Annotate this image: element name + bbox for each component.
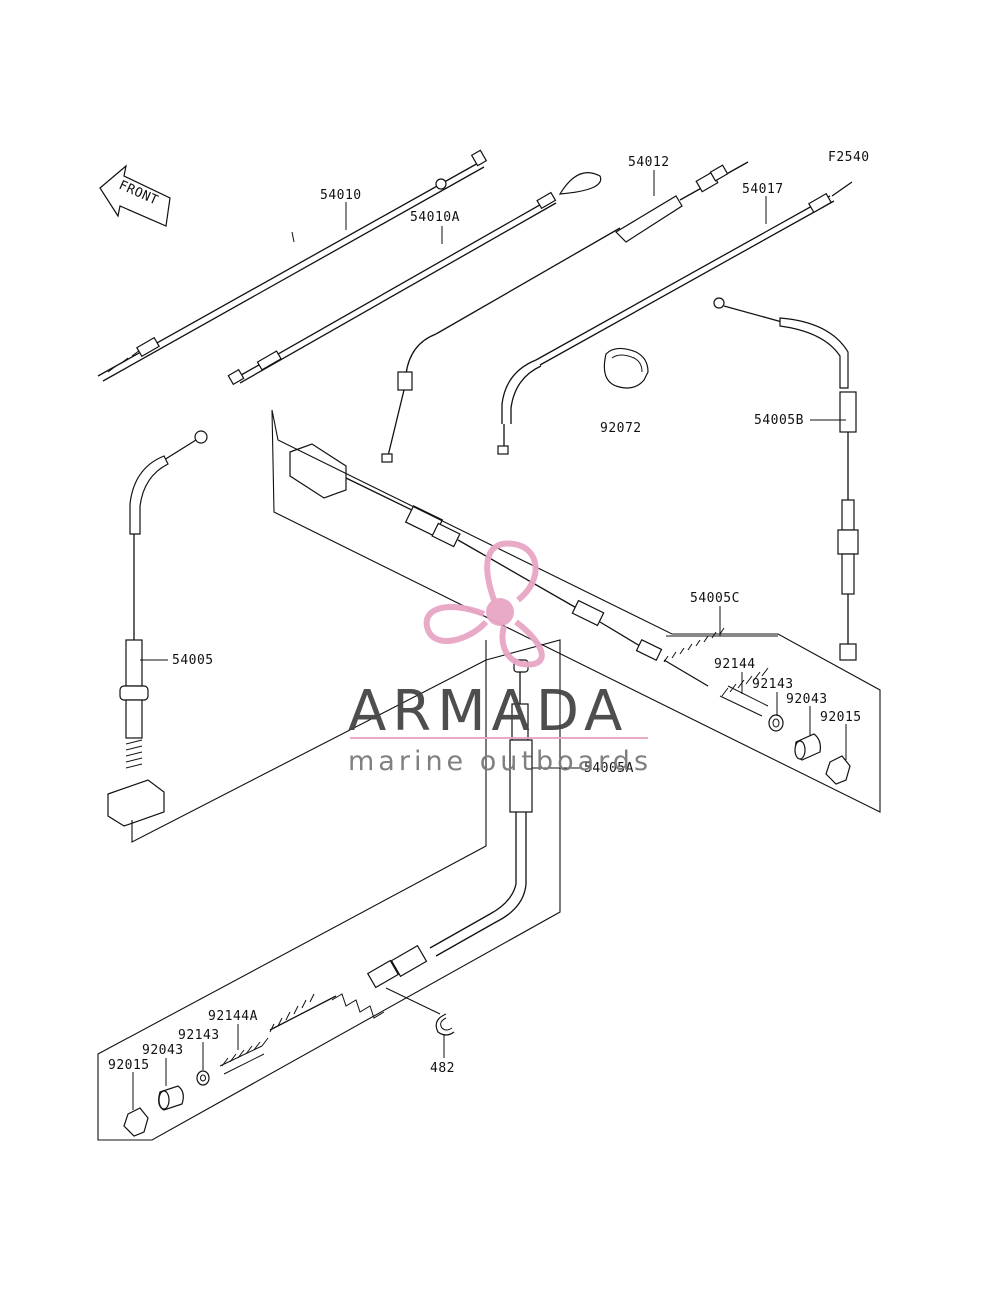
label-92144: 92144 — [714, 657, 756, 672]
cable-54012 — [381, 161, 749, 463]
watermark-brand: ARMADA — [348, 679, 628, 744]
cable-54010A — [227, 172, 602, 386]
label-54012: 54012 — [628, 155, 670, 170]
group-box-54005-link — [131, 640, 487, 843]
cable-54005C — [289, 443, 725, 687]
label-92143-upper: 92143 — [752, 677, 794, 692]
figure-code: F2540 — [828, 150, 870, 165]
label-54005B: 54005B — [754, 413, 804, 428]
label-92043-lower: 92043 — [142, 1043, 184, 1058]
clip-92015-lower — [123, 1107, 149, 1137]
label-92043-upper: 92043 — [786, 692, 828, 707]
clamp-92072 — [603, 347, 649, 389]
watermark-tagline: marine outboards — [348, 746, 652, 777]
label-54017: 54017 — [742, 182, 784, 197]
nut-92143-upper — [768, 714, 784, 732]
leader-lines — [132, 170, 847, 1110]
cable-54010 — [97, 149, 488, 382]
label-54010: 54010 — [320, 188, 362, 203]
clip-92015-upper — [825, 755, 851, 785]
nut-92143-lower — [196, 1070, 210, 1086]
spring-92144A — [219, 1037, 269, 1075]
group-box-54005A — [97, 639, 561, 1141]
label-92143-lower: 92143 — [178, 1028, 220, 1043]
label-54005C: 54005C — [690, 591, 740, 606]
cable-54005A — [269, 659, 533, 1033]
cable-54017 — [497, 181, 853, 455]
group-box-54005C — [271, 409, 881, 813]
label-92072: 92072 — [600, 421, 642, 436]
label-482: 482 — [430, 1061, 455, 1076]
label-54005A: 54005A — [584, 761, 634, 776]
front-arrow: FRONT — [99, 164, 171, 227]
label-54010A: 54010A — [410, 210, 460, 225]
watermark: ARMADA marine outboards — [348, 540, 652, 777]
ring-482 — [435, 1013, 455, 1036]
label-92144A: 92144A — [208, 1009, 258, 1024]
collar-92043-lower — [158, 1085, 184, 1111]
armada-propeller-logo — [423, 540, 545, 668]
label-92015-upper: 92015 — [820, 710, 862, 725]
label-92015-lower: 92015 — [108, 1058, 150, 1073]
label-54005: 54005 — [172, 653, 214, 668]
collar-92043-upper — [794, 733, 821, 761]
spring-92144 — [719, 667, 769, 717]
cable-54005 — [107, 430, 208, 827]
cable-54005B — [713, 297, 859, 661]
part-labels: 54010 54010A 54012 54017 92072 54005B 54… — [108, 155, 862, 1076]
